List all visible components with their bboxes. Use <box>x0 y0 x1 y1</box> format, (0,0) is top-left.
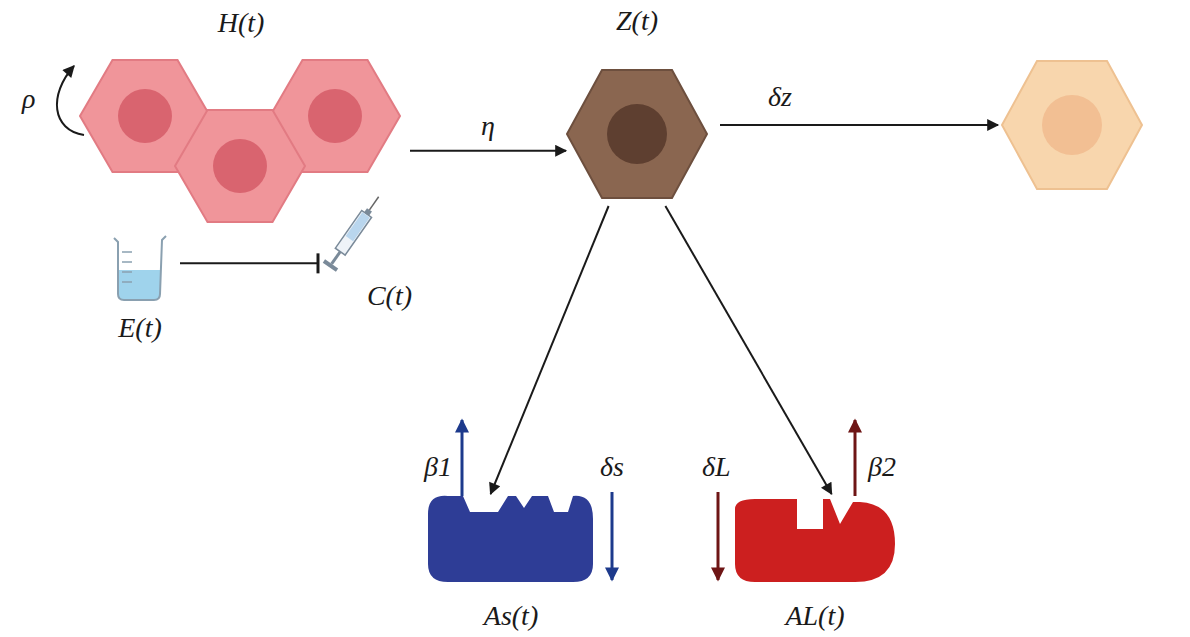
decay-arrow <box>717 492 720 580</box>
abL-figure <box>735 499 895 582</box>
long-antibody-node: AL(t) <box>732 494 898 632</box>
node-label: E(t) <box>118 313 162 344</box>
abS-figure <box>428 496 593 582</box>
zcell-figure <box>567 70 707 198</box>
rate-symbol: δs <box>600 452 624 483</box>
infected-cell-node: Z(t) <box>566 6 708 206</box>
beaker-node: E(t) <box>100 232 180 344</box>
syringe-node: C(t) <box>318 196 418 312</box>
host-cell-cluster: H(t) <box>72 8 410 246</box>
short-antibody-node: As(t) <box>426 494 596 632</box>
infection-arrow <box>410 150 566 152</box>
production-arrow <box>461 420 464 496</box>
node-label: H(t) <box>218 8 265 39</box>
rate-symbol: δz <box>768 82 792 113</box>
node-label: Z(t) <box>616 6 658 37</box>
edge-label: η <box>478 111 498 142</box>
production-arrow <box>491 206 609 494</box>
dead-cell <box>1002 61 1142 189</box>
node-shape <box>72 8 410 246</box>
inhibition-connector <box>180 262 318 264</box>
node-label: AL(t) <box>785 601 844 632</box>
production-arrow <box>665 206 831 494</box>
cluster-figure <box>80 60 400 222</box>
production-arrow <box>854 420 857 496</box>
rate-symbol: β1 <box>424 452 452 483</box>
rate-symbol: δL <box>702 452 731 483</box>
rate-symbol: ρ <box>22 84 35 115</box>
node-label: As(t) <box>484 601 538 632</box>
death-arrow <box>720 124 998 126</box>
node-label: C(t) <box>367 281 412 312</box>
decay-arrow <box>611 492 614 580</box>
growth-arrow <box>57 66 84 135</box>
rate-symbol: β2 <box>868 452 896 483</box>
syringe-figure <box>323 192 385 272</box>
beaker-figure <box>114 236 166 300</box>
